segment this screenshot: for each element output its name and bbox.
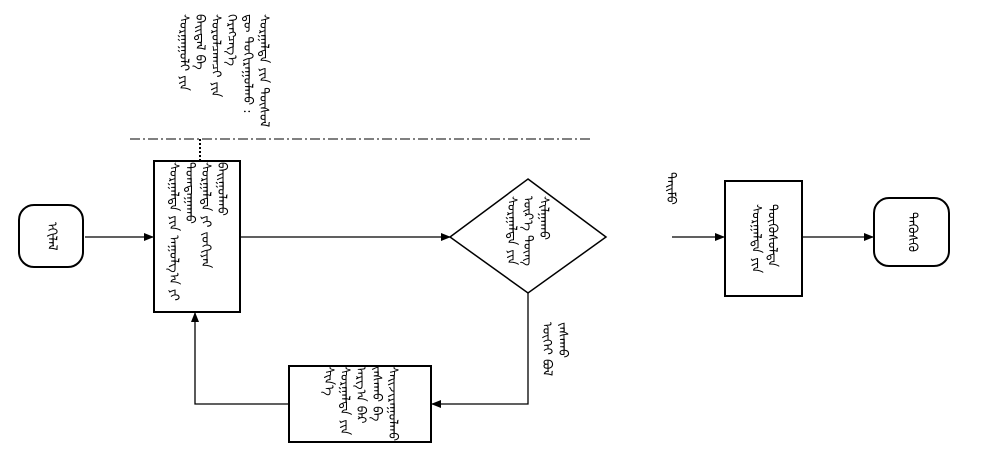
start-label: ᠡᠬᠢᠯᠡᠯ <box>44 221 59 251</box>
arrow-feedback-to-process <box>191 312 288 405</box>
feedback-label: ᠰᠢᠨ᠎ᠡ ᠰᠤᠷᠭᠠᠯᠲᠠ ᠶᠢᠨ ᠠᠷᠭ᠎ᠠ ᠪᠠᠷ ᠵᠠᠰᠠᠬᠤ ᠪᠠ ᠰ… <box>321 366 400 442</box>
branch-yes-text: ᠲᠡᠢᠮᠦ <box>663 172 678 205</box>
end-label: ᠲᠡᠭᠦᠰᠬᠦ <box>904 212 920 252</box>
branch-no-text: ᠦᠭᠡᠢ ᠪᠣᠯ ᠵᠠᠰᠠᠬᠤ <box>539 322 570 377</box>
decision-label: ᠰᠤᠷᠭᠠᠯᠲᠠ ᠶᠢᠨ ᠦᠷ᠎ᠡ ᠳᠦᠩ ᠰᠢᠯᠭᠠᠬᠤ <box>504 196 551 266</box>
final-label: ᠰᠤᠷᠭᠠᠯᠲᠠ ᠶᠢᠨ ᠲᠥᠭᠦᠰᠦᠯᠲᠡ <box>748 203 780 274</box>
process-box-final: ᠰᠤᠷᠭᠠᠯᠲᠠ ᠶᠢᠨ ᠲᠥᠭᠦᠰᠦᠯᠲᠡ <box>724 180 803 297</box>
start-terminal: ᠡᠬᠢᠯᠡᠯ <box>18 204 84 268</box>
end-terminal: ᠲᠡᠭᠦᠰᠬᠦ <box>873 197 950 267</box>
process-box-main: ᠰᠤᠷᠭᠠᠯᠲᠠ ᠶᠢᠨ ᠠᠭᠤᠯᠭ᠎ᠠ ᠶᠢ ᠲᠣᠭᠲᠠᠭᠠᠬᠤ ᠰᠤᠷᠭᠠᠯ… <box>153 160 241 313</box>
arrow-decision-to-feedback <box>431 293 529 408</box>
process-main-label: ᠰᠤᠷᠭᠠᠯᠲᠠ ᠶᠢᠨ ᠠᠭᠤᠯᠭ᠎ᠠ ᠶᠢ ᠲᠣᠭᠲᠠᠭᠠᠬᠤ ᠰᠤᠷᠭᠠᠯ… <box>166 162 229 301</box>
branch-label-yes: ᠲᠡᠢᠮᠦ <box>662 172 692 222</box>
branch-label-no: ᠦᠭᠡᠢ ᠪᠣᠯ ᠵᠠᠰᠠᠬᠤ <box>538 322 586 384</box>
process-box-feedback: ᠰᠢᠨ᠎ᠡ ᠰᠤᠷᠭᠠᠯᠲᠠ ᠶᠢᠨ ᠠᠷᠭ᠎ᠠ ᠪᠠᠷ ᠵᠠᠰᠠᠬᠤ ᠪᠠ ᠰ… <box>288 365 432 443</box>
decision-text-wrap: ᠰᠤᠷᠭᠠᠯᠲᠠ ᠶᠢᠨ ᠦᠷ᠎ᠡ ᠳᠦᠩ ᠰᠢᠯᠭᠠᠬᠤ <box>482 196 572 278</box>
top-note: ᠰᠤᠷᠭᠠᠭᠤᠯᠢ ᠶᠢᠨ ᠪᠠᠢᠳᠠᠯ ᠪᠠ ᠰᠤᠷᠤᠯᠴᠠᠭᠴᠢ ᠶᠢᠨ ᠬ… <box>175 14 285 129</box>
top-note-text: ᠰᠤᠷᠭᠠᠭᠤᠯᠢ ᠶᠢᠨ ᠪᠠᠢᠳᠠᠯ ᠪᠠ ᠰᠤᠷᠤᠯᠴᠠᠭᠴᠢ ᠶᠢᠨ ᠬ… <box>176 14 271 128</box>
